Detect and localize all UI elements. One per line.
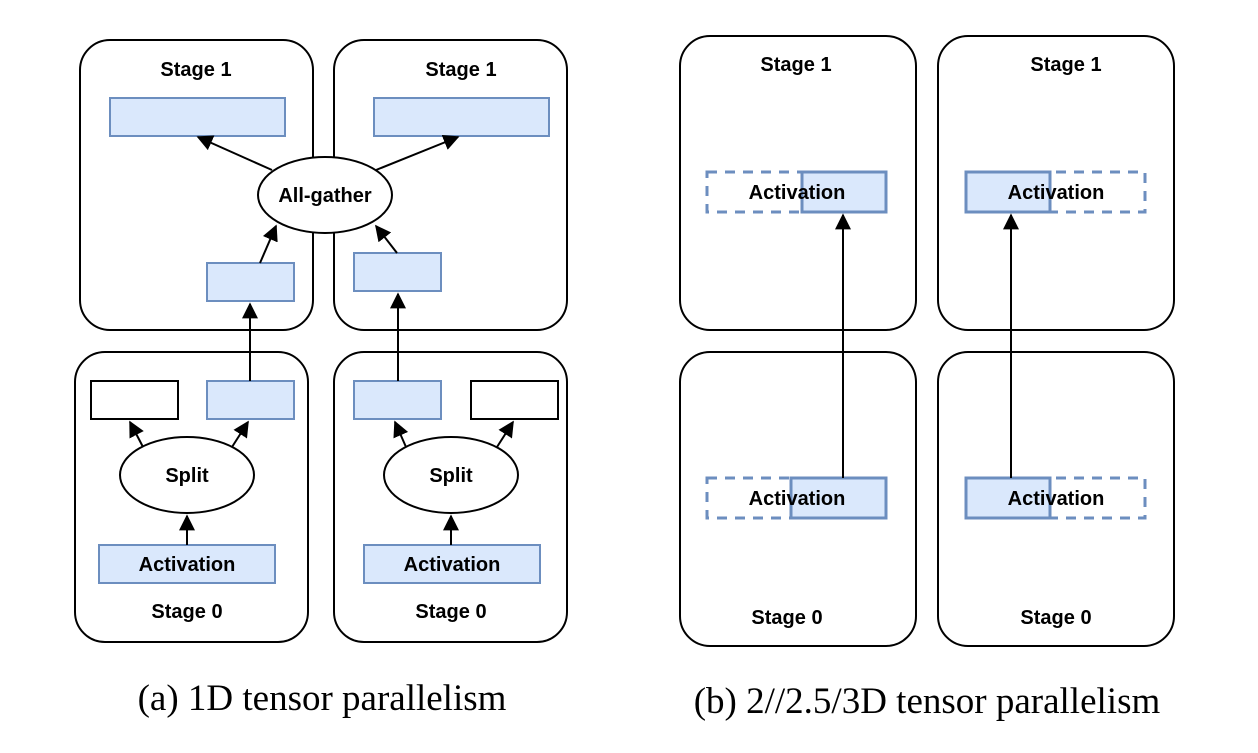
activation-shard-stage0-left [789, 476, 888, 520]
stage1-label-left-b: Stage 1 [760, 54, 831, 76]
activation-label-stage0-right: Activation [1008, 488, 1105, 510]
split-node-right [383, 436, 519, 514]
activation-block-right [363, 544, 541, 584]
split-node-left [119, 436, 255, 514]
activation-shard-stage1-left [800, 170, 888, 214]
split-empty-block-left [90, 380, 179, 420]
split-block-right [353, 380, 442, 420]
activation-label-stage1-right: Activation [1008, 182, 1105, 204]
arrow-split-to-block-left [231, 420, 249, 448]
arrow-split-to-block-right [393, 420, 409, 448]
caption-1d: (a) 1D tensor parallelism [138, 678, 507, 719]
stage0-label-left-b: Stage 0 [751, 607, 822, 629]
stage1-label-right: Stage 1 [425, 59, 496, 81]
arrow-split-to-empty-left [129, 420, 144, 448]
split-label-left: Split [165, 465, 209, 487]
arrow-allgather-to-output-right [375, 134, 460, 171]
activation-shard-stage0-right [964, 476, 1052, 520]
stage0-box-right-b [937, 351, 1175, 647]
stage0-label-left: Stage 0 [151, 601, 222, 623]
stage1-label-right-b: Stage 1 [1030, 54, 1101, 76]
activation-label-stage1-left: Activation [749, 182, 846, 204]
stage0-label-right-b: Stage 0 [1020, 607, 1091, 629]
activation-shard-stage1-right [964, 170, 1052, 214]
allgather-label: All-gather [278, 185, 372, 207]
arrow-split-to-empty-right [496, 420, 514, 448]
stage1-box-right-b [937, 35, 1175, 331]
activation-label-stage0-left: Activation [749, 488, 846, 510]
allgather-node [257, 156, 393, 234]
split-block-left [206, 380, 295, 420]
split-label-right: Split [429, 465, 473, 487]
output-block-left [109, 97, 286, 137]
panel-2d: Stage 1 Stage 1 Stage 0 Stage 0 Activati… [679, 35, 1175, 722]
arrow-partial-to-allgather-left [259, 224, 278, 264]
panel-1d: Stage 1 Stage 1 Stage 0 Stage 0 All-gath… [74, 39, 568, 719]
caption-2d: (b) 2//2.5/3D tensor parallelism [694, 681, 1161, 722]
partial-block-stage1-right [353, 252, 442, 292]
activation-label-left: Activation [139, 554, 236, 576]
arrow-allgather-to-output-left [196, 135, 273, 171]
stage1-box-left-b [679, 35, 917, 331]
stage0-label-right: Stage 0 [415, 601, 486, 623]
partial-block-stage1-left [206, 262, 295, 302]
output-block-right [373, 97, 550, 137]
split-empty-block-right [470, 380, 559, 420]
activation-label-right: Activation [404, 554, 501, 576]
arrow-partial-to-allgather-right [375, 224, 398, 254]
stage1-label-left: Stage 1 [160, 59, 231, 81]
